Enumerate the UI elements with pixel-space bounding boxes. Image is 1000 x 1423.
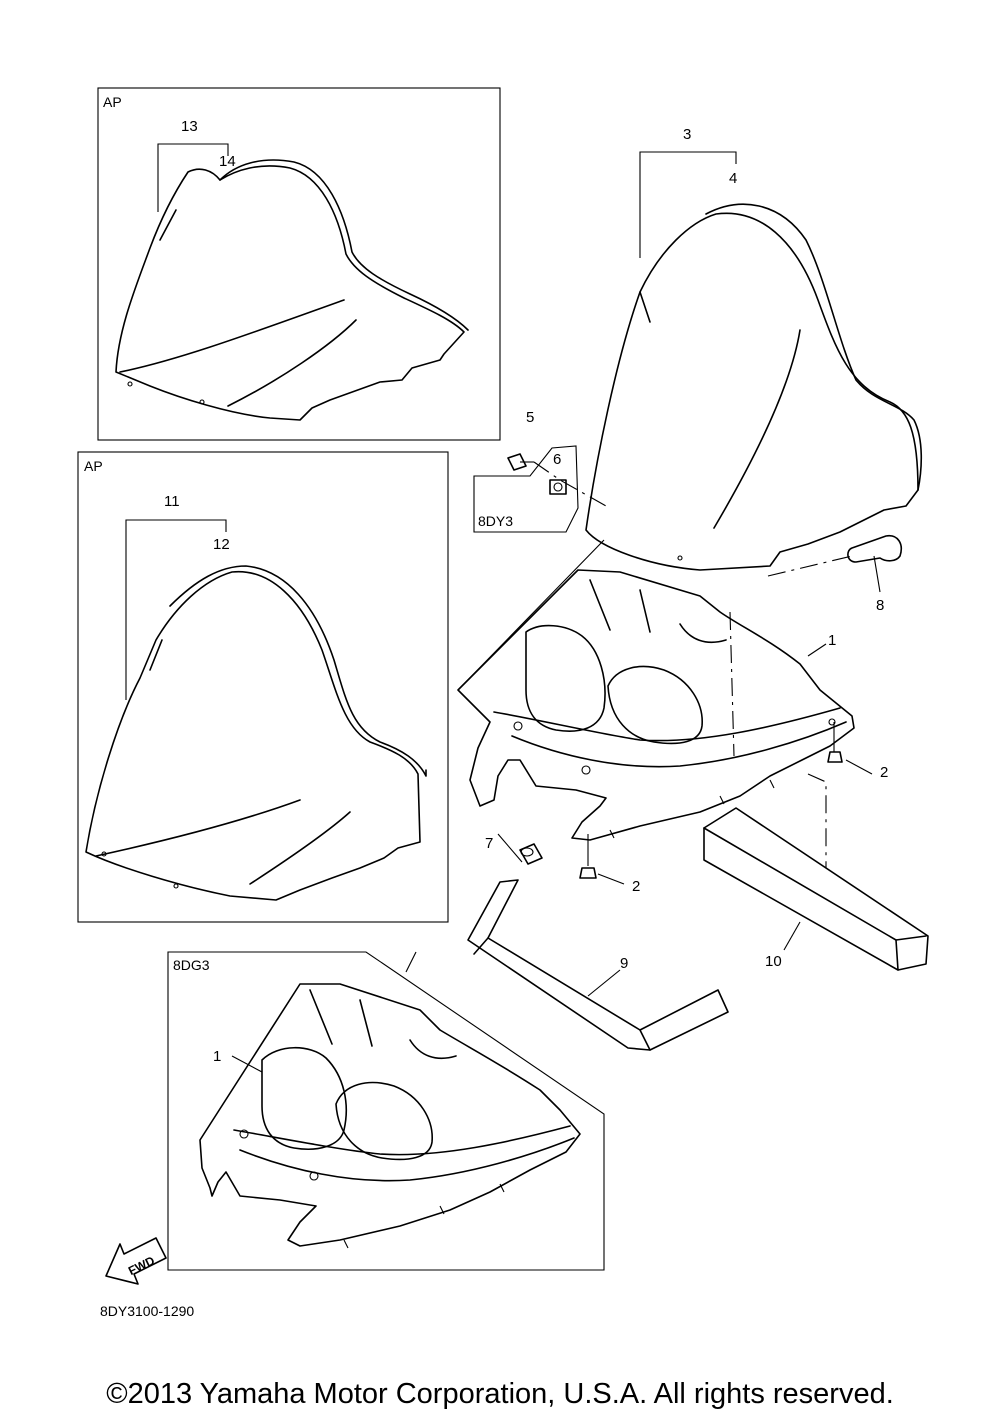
box-8dg3-tick	[405, 951, 417, 973]
leader-1b	[231, 1055, 263, 1073]
callout-11: 11	[164, 493, 180, 510]
callout-13: 13	[181, 118, 198, 135]
bracket-13	[157, 143, 229, 212]
windshield-13	[115, 159, 469, 421]
leader-2a	[845, 759, 873, 775]
hood-1-variant	[199, 983, 581, 1249]
hood-guide-line	[457, 539, 605, 691]
hood-1	[457, 569, 855, 841]
callout-9: 9	[620, 955, 628, 972]
leader-7	[497, 833, 523, 863]
callout-12: 12	[213, 536, 230, 553]
ap-top-frame	[97, 87, 501, 441]
callout-2b: 2	[632, 878, 640, 895]
bolt-2-lower	[579, 834, 597, 879]
box-8dg3: 8DG3 1	[167, 951, 605, 1271]
leader-5-6-dash	[533, 461, 607, 507]
foam-block-10	[703, 807, 929, 971]
diagram-code: 8DY3100-1290	[100, 1303, 194, 1319]
box-8dg3-frame	[167, 951, 605, 1271]
box-8dy3: 8DY3 5 6	[473, 409, 579, 533]
callout-6: 6	[553, 451, 561, 468]
bracket-3	[639, 151, 737, 258]
ap-middle-frame	[77, 451, 449, 923]
callout-10: 10	[765, 953, 782, 970]
fwd-arrow-icon: FWD	[105, 1237, 167, 1285]
box-8dg3-label: 8DG3	[173, 957, 210, 973]
foam-strip-9	[467, 879, 729, 1051]
callout-1b: 1	[213, 1048, 221, 1065]
leader-8-dash	[767, 555, 853, 577]
screw-5	[507, 453, 534, 471]
callout-4: 4	[729, 170, 737, 187]
leader-9	[587, 969, 621, 997]
bracket-11	[125, 519, 227, 700]
callout-7: 7	[485, 835, 493, 852]
leader-1a	[807, 643, 827, 657]
ap-middle-box: AP 11 12	[77, 451, 449, 923]
dash-hood-1	[729, 611, 735, 757]
callout-3: 3	[683, 126, 691, 143]
copyright-notice: ©2013 Yamaha Motor Corporation, U.S.A. A…	[106, 1378, 894, 1410]
dash-hood-2	[807, 773, 827, 906]
clip-8	[847, 534, 902, 593]
leader-10	[783, 921, 801, 951]
bolt-2-right	[827, 722, 843, 763]
ap-middle-label: AP	[84, 458, 103, 474]
callout-2a: 2	[880, 764, 888, 781]
windshield-11	[85, 565, 427, 901]
callout-8: 8	[876, 597, 884, 614]
windshield-3	[585, 203, 923, 571]
box-8dy3-label: 8DY3	[478, 513, 513, 529]
callout-1a: 1	[828, 632, 836, 649]
callout-14: 14	[219, 153, 236, 170]
box-8dy3-frame	[473, 445, 579, 533]
ap-top-label: AP	[103, 94, 122, 110]
leader-2b	[597, 873, 625, 885]
grommet-7	[519, 843, 543, 865]
callout-5: 5	[526, 409, 534, 426]
nut-6	[549, 479, 567, 495]
ap-top-box: AP 13 14	[97, 87, 501, 441]
